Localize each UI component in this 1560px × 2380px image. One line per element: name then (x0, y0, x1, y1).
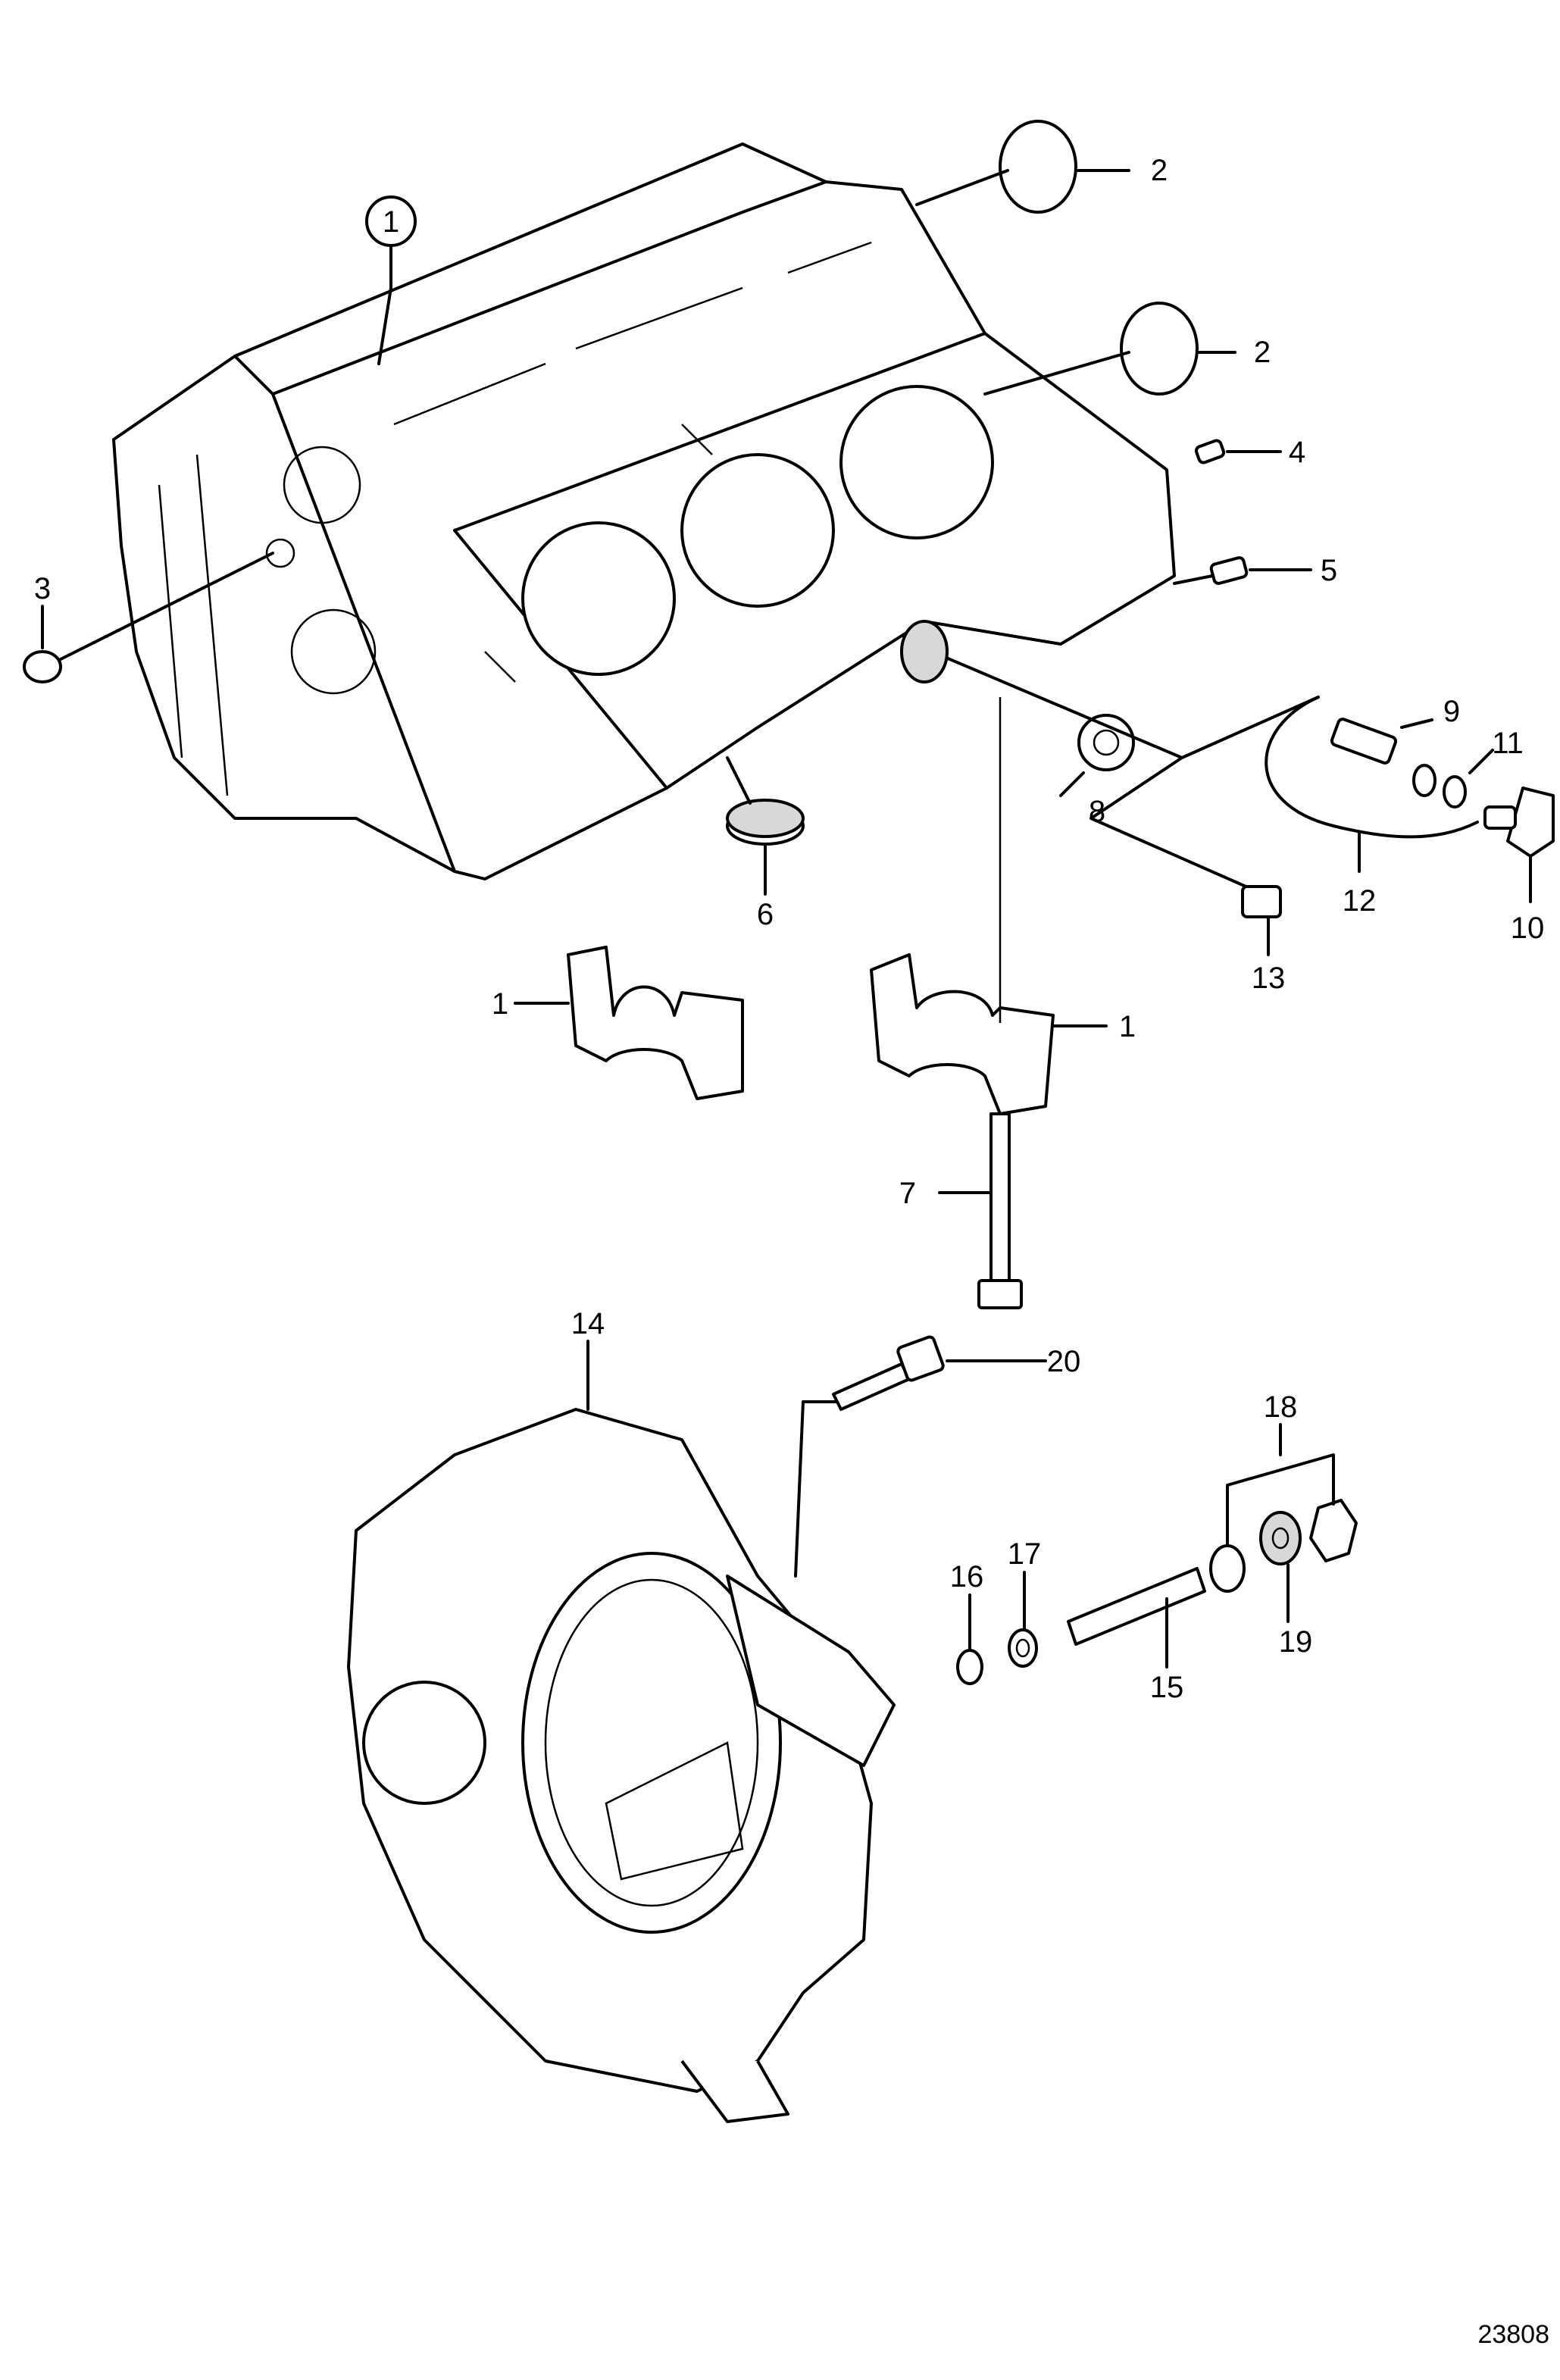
oil-port (900, 620, 949, 683)
part-1-bearing-cap-left (514, 946, 744, 1100)
callout-11: 11 (1492, 727, 1524, 760)
callout-19: 19 (1279, 1625, 1313, 1659)
part-7-bolt (938, 1112, 1023, 1309)
callout-1-main: 1 (383, 205, 399, 239)
part-20-bolt (832, 1335, 1047, 1411)
part-1-bearing-cap-right (870, 697, 1108, 1115)
callout-4: 4 (1289, 436, 1305, 469)
callout-2-top: 2 (1151, 154, 1168, 187)
callout-17: 17 (1008, 1537, 1042, 1571)
callout-18: 18 (1264, 1390, 1298, 1424)
callout-9: 9 (1443, 695, 1460, 728)
part-8-bushing (1059, 714, 1135, 797)
reference-number: 23808 (1477, 2320, 1549, 2349)
part-16-washer (956, 1593, 983, 1685)
callout-2-bottom: 2 (1254, 336, 1271, 369)
callout-1-cap-right: 1 (1119, 1010, 1136, 1043)
callout-8: 8 (1089, 795, 1105, 828)
callout-10: 10 (1511, 912, 1545, 945)
part-10-sensor (1483, 787, 1555, 903)
part-4-pin (1194, 439, 1282, 464)
part-5-pin (1173, 556, 1312, 585)
callout-5: 5 (1321, 554, 1337, 587)
callout-12: 12 (1343, 884, 1377, 918)
part-14-flywheel-housing (347, 1340, 896, 2123)
cylinder-bore-3 (839, 385, 994, 539)
part-3-plug (23, 552, 274, 683)
cylinder-bore-2 (680, 453, 835, 608)
callout-6: 6 (757, 898, 774, 931)
callout-labels: 1 2 2 3 4 5 6 7 8 9 10 11 12 13 1 1 14 1… (34, 154, 1544, 1704)
part-19-washer (1209, 1511, 1302, 1623)
part-11-washer (1412, 749, 1494, 808)
callout-13: 13 (1252, 962, 1286, 995)
callout-16: 16 (950, 1560, 984, 1593)
part-17-washer (1008, 1571, 1038, 1668)
callout-1-cap-left: 1 (492, 987, 508, 1021)
part-2-plug-bottom (983, 302, 1236, 396)
engine-block (112, 142, 1176, 880)
leader-lines-8-13 (930, 650, 1320, 903)
part-2-plug-top (915, 120, 1130, 214)
part-13-bolt (1241, 885, 1282, 956)
part-6-seal (726, 756, 805, 896)
part-18-nuts (1226, 1423, 1358, 1562)
part-12-wire-clip (1265, 696, 1479, 873)
part-9-fitting (1330, 718, 1433, 765)
callout-14: 14 (571, 1307, 605, 1340)
callout-3: 3 (34, 572, 51, 605)
cylinder-bore-1 (521, 521, 676, 676)
callout-7: 7 (899, 1177, 916, 1210)
part-15-stud (1067, 1567, 1206, 1669)
callout-20: 20 (1047, 1345, 1081, 1378)
callout-15: 15 (1150, 1671, 1184, 1704)
